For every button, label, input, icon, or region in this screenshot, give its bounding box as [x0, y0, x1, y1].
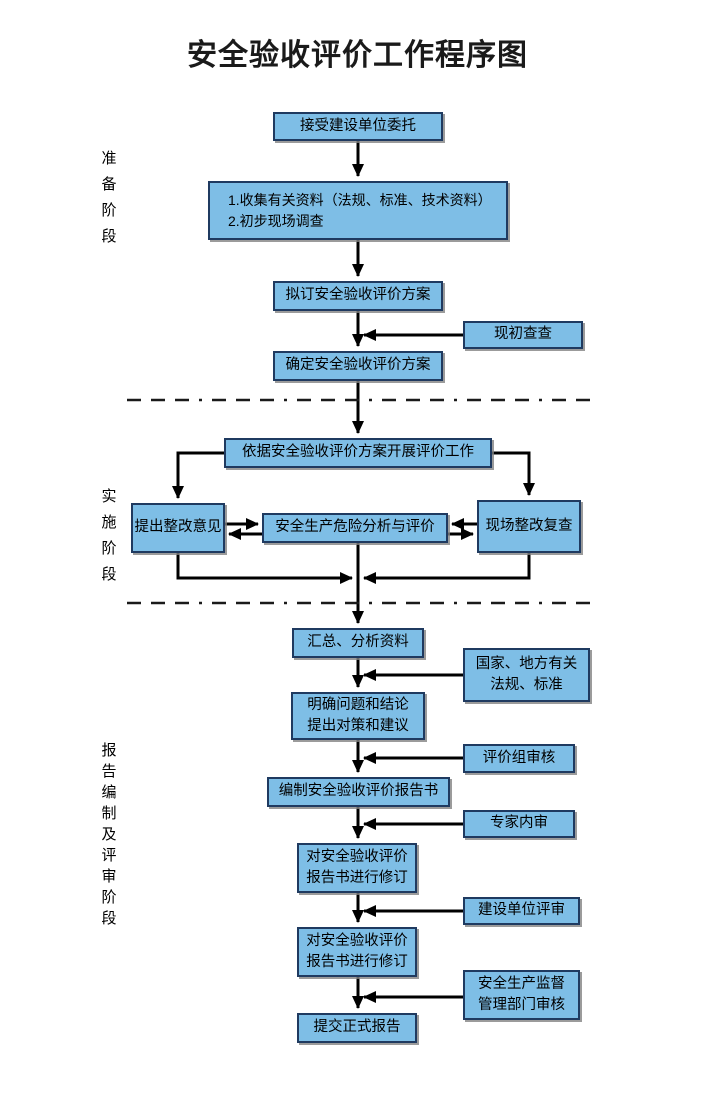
node-summarize-data: 汇总、分析资料: [292, 628, 424, 658]
stage-label-implementation: 实施阶段: [101, 488, 117, 583]
node-review-group-audit: 评价组审核: [463, 744, 575, 773]
node-expert-internal-review: 专家内审: [463, 810, 575, 838]
node-revise-report-2: 对安全验收评价 报告书进行修订: [297, 927, 417, 977]
node-confirm-plan-label: 确定安全验收评价方案: [285, 357, 431, 374]
node-collect-info-line2: 2.初步现场调查: [228, 212, 324, 229]
node-draft-plan-label: 拟订安全验收评价方案: [285, 287, 431, 304]
node-authority-audit-line1: 安全生产监督: [478, 975, 565, 992]
node-compile-report: 编制安全验收评价报告书: [267, 777, 450, 807]
stage-label-reporting: 报告编制及评审阶段: [101, 742, 117, 927]
node-revise-report-2-line2: 报告书进行修订: [306, 954, 408, 970]
node-clarify-conclusions-line2: 提出对策和建议: [307, 718, 409, 734]
node-accept-commission: 接受建设单位委托: [273, 112, 443, 141]
node-risk-analysis: 安全生产危险分析与评价: [262, 513, 448, 543]
node-propose-rectification: 提出整改意见: [131, 503, 225, 553]
node-submit-final-report: 提交正式报告: [297, 1013, 417, 1043]
node-accept-commission-label: 接受建设单位委托: [300, 117, 416, 134]
node-initial-site-check: 现初查查: [463, 321, 583, 349]
page-title: 安全验收评价工作程序图: [187, 39, 528, 72]
node-national-laws-line2: 法规、标准: [490, 677, 563, 693]
node-expert-internal-review-label: 专家内审: [490, 815, 548, 832]
node-collect-info: 1.收集有关资料（法规、标准、技术资料） 2.初步现场调查: [208, 181, 508, 240]
node-draft-plan: 拟订安全验收评价方案: [273, 281, 443, 311]
node-clarify-conclusions-line1: 明确问题和结论: [307, 696, 409, 713]
node-revise-report-2-line1: 对安全验收评价: [306, 932, 408, 949]
stage-label-preparation: 准备阶段: [101, 150, 117, 245]
node-review-group-audit-label: 评价组审核: [482, 749, 556, 766]
node-national-laws-line1: 国家、地方有关: [475, 655, 578, 672]
node-compile-report-label: 编制安全验收评价报告书: [278, 783, 439, 800]
node-risk-analysis-label: 安全生产危险分析与评价: [275, 519, 435, 536]
node-carry-out-evaluation: 依据安全验收评价方案开展评价工作: [224, 438, 492, 468]
node-confirm-plan: 确定安全验收评价方案: [273, 351, 443, 381]
node-summarize-data-label: 汇总、分析资料: [307, 634, 409, 651]
node-carry-out-evaluation-label: 依据安全验收评价方案开展评价工作: [242, 444, 474, 461]
node-site-rectification-recheck-label: 现场整改复查: [485, 517, 573, 534]
node-initial-site-check-label: 现初查查: [494, 326, 552, 343]
node-site-rectification-recheck: 现场整改复查: [477, 500, 581, 553]
node-revise-report-1-line1: 对安全验收评价: [306, 848, 408, 865]
node-client-review-label: 建设单位评审: [478, 902, 565, 919]
node-collect-info-line1: 1.收集有关资料（法规、标准、技术资料）: [228, 192, 492, 209]
node-national-laws: 国家、地方有关 法规、标准: [463, 648, 590, 702]
node-propose-rectification-label: 提出整改意见: [134, 519, 222, 536]
node-revise-report-1: 对安全验收评价 报告书进行修订: [297, 843, 417, 893]
node-authority-audit-line2: 管理部门审核: [478, 997, 565, 1013]
node-revise-report-1-line2: 报告书进行修订: [306, 870, 408, 886]
node-clarify-conclusions: 明确问题和结论 提出对策和建议: [291, 692, 425, 740]
node-submit-final-report-label: 提交正式报告: [313, 1019, 401, 1036]
node-authority-audit: 安全生产监督 管理部门审核: [463, 970, 580, 1020]
node-client-review: 建设单位评审: [463, 897, 580, 925]
